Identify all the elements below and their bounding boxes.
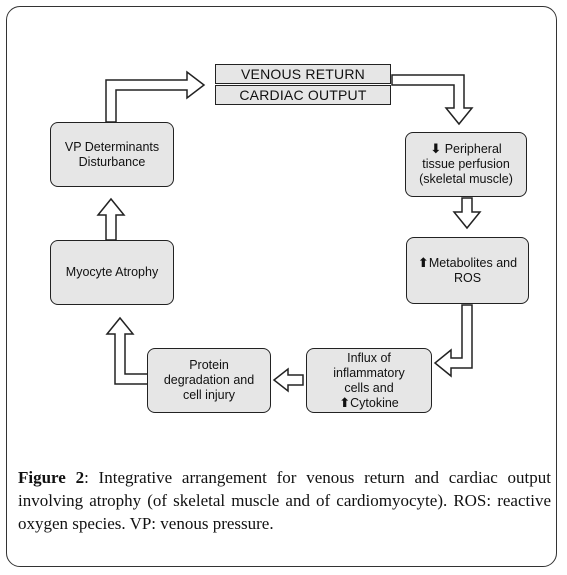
node-protein-degradation: Protein degradation and cell injury (147, 348, 271, 413)
arrow-banner-to-peripheral (391, 74, 474, 126)
arrow-vp-to-banner (105, 70, 206, 123)
influx-text: Influx of inflammatory cells and (333, 350, 405, 395)
arrow-peripheral-to-metabolites (452, 197, 482, 230)
up-bold-arrow-icon: ⬆ (339, 395, 351, 411)
venous-return-banner: VENOUS RETURN (215, 64, 391, 84)
node-influx-cytokine: Influx of inflammatory cells and ⬆Cytoki… (306, 348, 432, 413)
figure-caption: Figure 2: Integrative arrangement for ve… (18, 466, 551, 535)
node-myocyte-atrophy: Myocyte Atrophy (50, 240, 174, 305)
down-bold-arrow-icon: ⬇ (430, 142, 442, 157)
cytokine-text: Cytokine (350, 395, 399, 410)
caption-text: : Integrative arrangement for venous ret… (18, 468, 551, 533)
peripheral-text: Peripheral tissue perfusion (skeletal mu… (419, 142, 513, 186)
arrow-metabolites-to-influx (433, 304, 473, 378)
atrophy-text: Myocyte Atrophy (65, 265, 159, 279)
node-peripheral-perfusion: ⬇ Peripheral tissue perfusion (skeletal … (405, 132, 527, 197)
cardiac-output-label: CARDIAC OUTPUT (239, 87, 367, 103)
arrow-atrophy-to-vp (96, 197, 126, 241)
vp-text: VP Determinants Disturbance (64, 139, 160, 169)
cardiac-output-banner: CARDIAC OUTPUT (215, 85, 391, 105)
arrow-influx-to-protein (272, 367, 304, 393)
node-vp-determinants: VP Determinants Disturbance (50, 122, 174, 187)
caption-label: Figure 2 (18, 468, 85, 487)
venous-return-label: VENOUS RETURN (241, 66, 365, 82)
arrow-protein-to-atrophy (105, 316, 149, 385)
up-bold-arrow-icon: ⬆ (417, 255, 429, 271)
node-metabolites-ros: ⬆Metabolites and ROS (406, 237, 529, 304)
protein-text: Protein degradation and cell injury (163, 358, 255, 402)
metabolites-text: Metabolites and ROS (428, 255, 518, 285)
